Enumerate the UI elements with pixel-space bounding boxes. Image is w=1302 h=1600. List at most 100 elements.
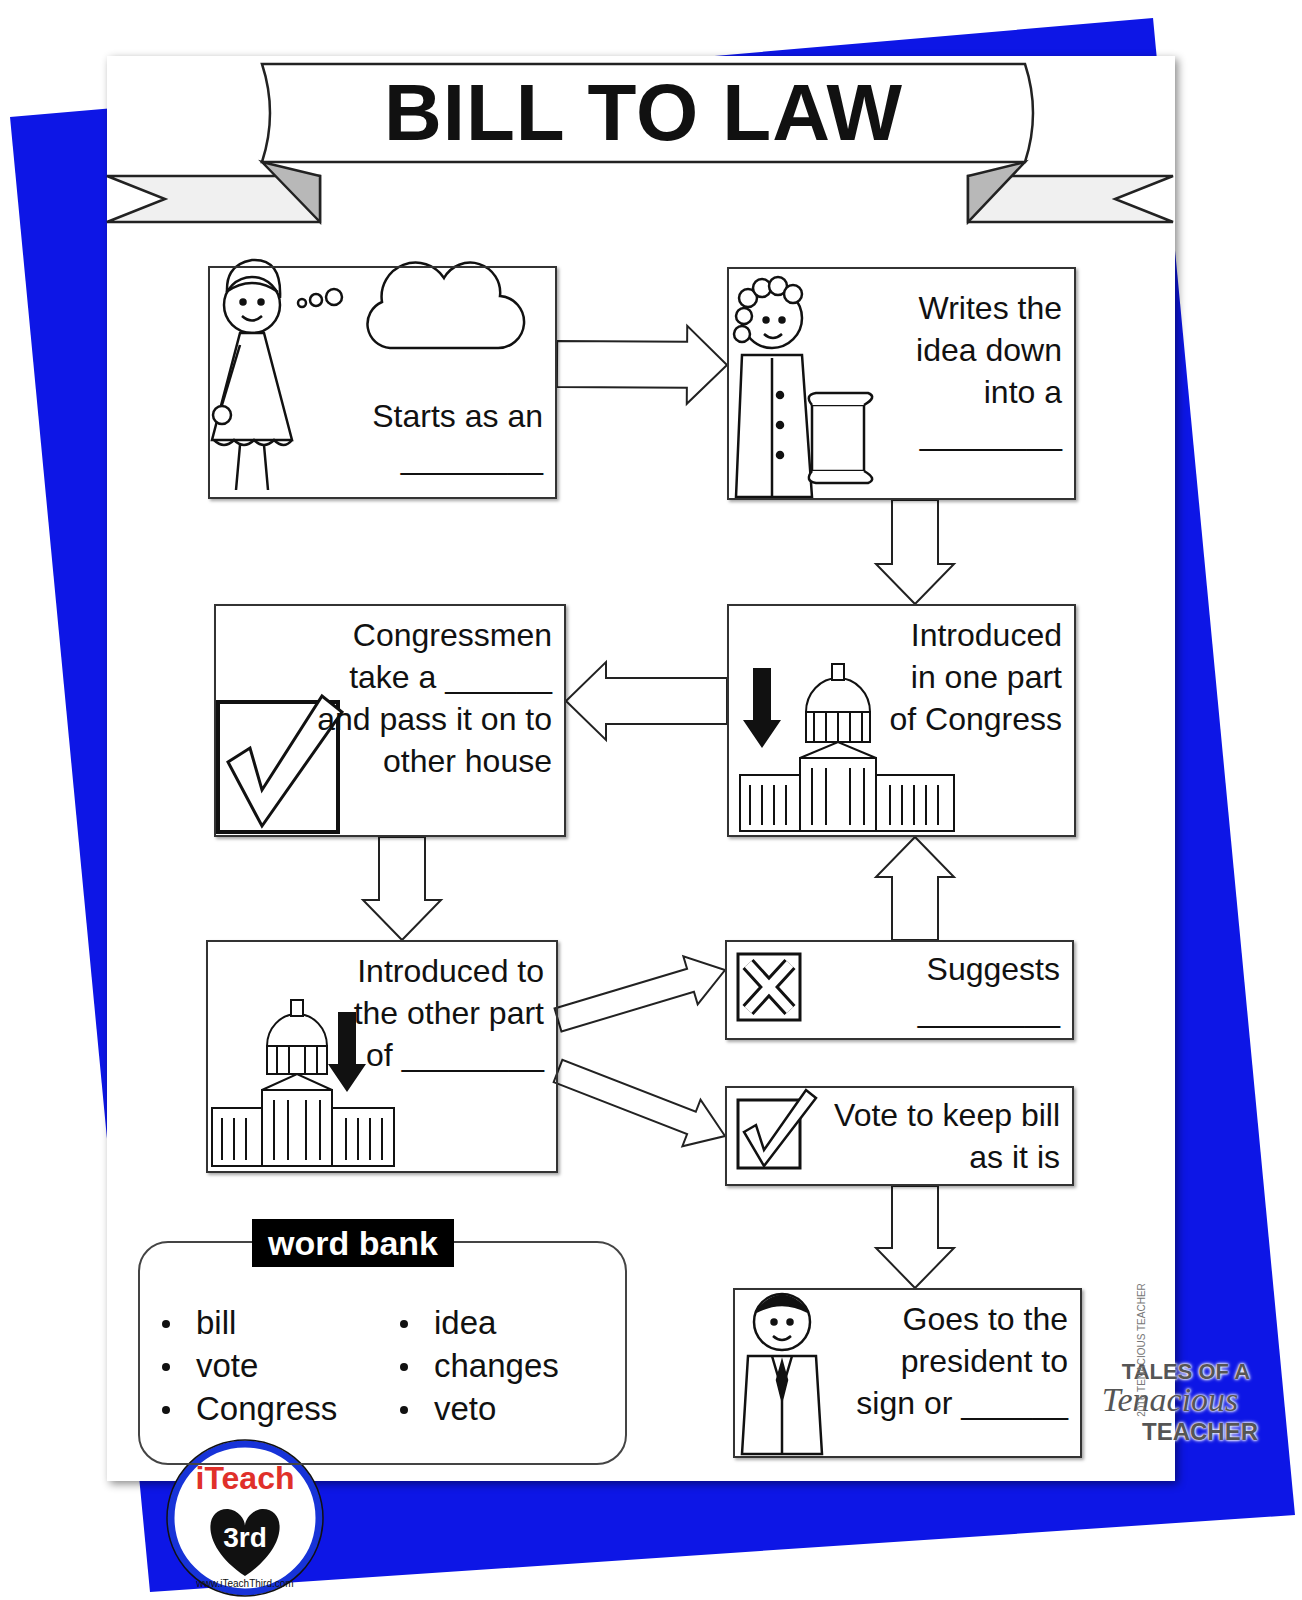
word-bank-item: idea <box>398 1301 618 1344</box>
capitol-building-part <box>262 1074 332 1090</box>
grade-badge: 3rd <box>223 1522 267 1554</box>
block-arrow <box>876 1186 954 1288</box>
step-text: Goes to the president to sign or ______ <box>835 1298 1068 1424</box>
logo-wordmark: iTeach <box>196 1460 295 1497</box>
writer-with-scroll-part <box>777 452 783 458</box>
process-box: Starts as an ________ <box>208 266 557 499</box>
writer-with-scroll-part <box>764 334 782 338</box>
president-figure-part <box>772 1320 777 1325</box>
step-text: Introduced to the other part of ________ <box>348 950 544 1076</box>
writer-with-scroll-part <box>780 318 785 323</box>
president-figure-part <box>773 1336 791 1340</box>
word-bank-item: bill <box>160 1301 398 1344</box>
process-box: Introduced to the other part of ________ <box>206 940 558 1173</box>
step-text: Suggests ________ <box>817 948 1060 1032</box>
x-box-part <box>748 964 790 1010</box>
girl-with-idea-part <box>222 345 240 405</box>
girl-with-idea-part <box>224 277 280 333</box>
president-figure <box>742 1294 822 1454</box>
paper-sheet <box>107 56 1175 1481</box>
writer-with-scroll-part <box>777 422 783 428</box>
writer-with-scroll-part <box>734 326 750 342</box>
writer-with-scroll-part <box>784 285 802 303</box>
girl-with-idea-part <box>259 300 264 305</box>
capitol-building-part <box>750 768 938 825</box>
checkbox-check <box>738 1090 816 1168</box>
writer-with-scroll-part <box>777 392 783 398</box>
president-figure-part <box>777 1362 787 1400</box>
president-figure-part <box>754 1294 810 1350</box>
word-list: billvoteCongressideachangesveto <box>160 1301 605 1430</box>
block-arrow <box>566 662 727 740</box>
capitol-building-part <box>806 678 870 712</box>
process-box: Goes to the president to sign or ______ <box>733 1288 1082 1458</box>
title-banner-part <box>262 64 1033 162</box>
girl-with-idea-part <box>213 406 231 424</box>
girl-with-idea-part <box>326 289 342 305</box>
president-figure-part <box>742 1356 822 1454</box>
checkbox-check-part <box>744 1090 816 1166</box>
block-arrow <box>876 500 954 604</box>
capitol-building-part <box>814 712 862 742</box>
writer-with-scroll-part <box>771 358 774 497</box>
blue-backing <box>10 18 1295 1592</box>
title-banner-part <box>262 162 320 222</box>
girl-with-idea-part <box>236 445 268 490</box>
x-box-part <box>748 964 790 1010</box>
process-box: Vote to keep bill as it is <box>725 1086 1074 1186</box>
block-arrow <box>555 956 725 1031</box>
capitol-building-part <box>267 1014 327 1046</box>
word-bank: word bankbillvoteCongressideachangesveto <box>138 1241 627 1465</box>
x-box-part <box>738 954 800 1020</box>
writer-with-scroll-part <box>809 393 872 405</box>
block-arrow <box>876 837 954 940</box>
watermark: Tenacious <box>1102 1381 1239 1419</box>
capitol-building-part <box>277 1046 317 1074</box>
capitol-building-part <box>800 742 876 758</box>
writer-with-scroll <box>734 277 872 497</box>
girl-with-idea-part <box>226 283 278 292</box>
word-bank-heading: word bank <box>252 1219 454 1267</box>
writer-with-scroll-part <box>764 318 769 323</box>
process-box: Writes the idea down into a ________ <box>727 267 1076 500</box>
step-text: Starts as an ________ <box>340 395 543 479</box>
iteach-logo-part <box>210 1509 279 1576</box>
title-banner <box>107 64 1173 222</box>
girl-with-idea-part <box>241 300 246 305</box>
logo-url: www.iTeachThird.com <box>196 1578 293 1589</box>
writer-with-scroll-part <box>736 308 752 324</box>
president-figure-part <box>781 1400 784 1454</box>
process-box: Suggests ________ <box>725 940 1074 1040</box>
word-bank-item: veto <box>398 1387 618 1430</box>
block-arrow <box>363 837 441 940</box>
title-banner-part <box>968 162 1025 222</box>
watermark: TEACHER <box>1142 1418 1258 1446</box>
step-text: Vote to keep bill as it is <box>827 1094 1060 1178</box>
word-bank-item: Congress <box>160 1387 398 1430</box>
copyright-note: 2016 TENACIOUS TEACHER <box>1136 1283 1147 1417</box>
block-arrow <box>557 326 727 404</box>
word-bank-item: changes <box>398 1344 618 1387</box>
iteach-logo-part <box>171 1444 319 1592</box>
x-box <box>738 954 800 1020</box>
capitol-building-part <box>222 1100 382 1160</box>
step-text: Writes the idea down into a ________ <box>879 287 1062 455</box>
capitol-building-part <box>291 1000 303 1016</box>
step-text: Introduced in one part of Congress <box>879 614 1062 740</box>
process-box: Congressmen take a ______ and pass it on… <box>214 604 566 837</box>
down-arrow <box>743 668 781 748</box>
president-figure-part <box>756 1296 808 1312</box>
writer-with-scroll-part <box>736 355 812 497</box>
step-text: Congressmen take a ______ and pass it on… <box>316 614 552 782</box>
girl-with-idea-part <box>367 263 524 348</box>
girl-with-idea-part <box>212 333 292 440</box>
block-arrow <box>554 1060 725 1146</box>
girl-with-idea-part <box>298 299 306 307</box>
capitol-building-part <box>262 1090 332 1166</box>
girl-with-idea-part <box>214 440 292 445</box>
